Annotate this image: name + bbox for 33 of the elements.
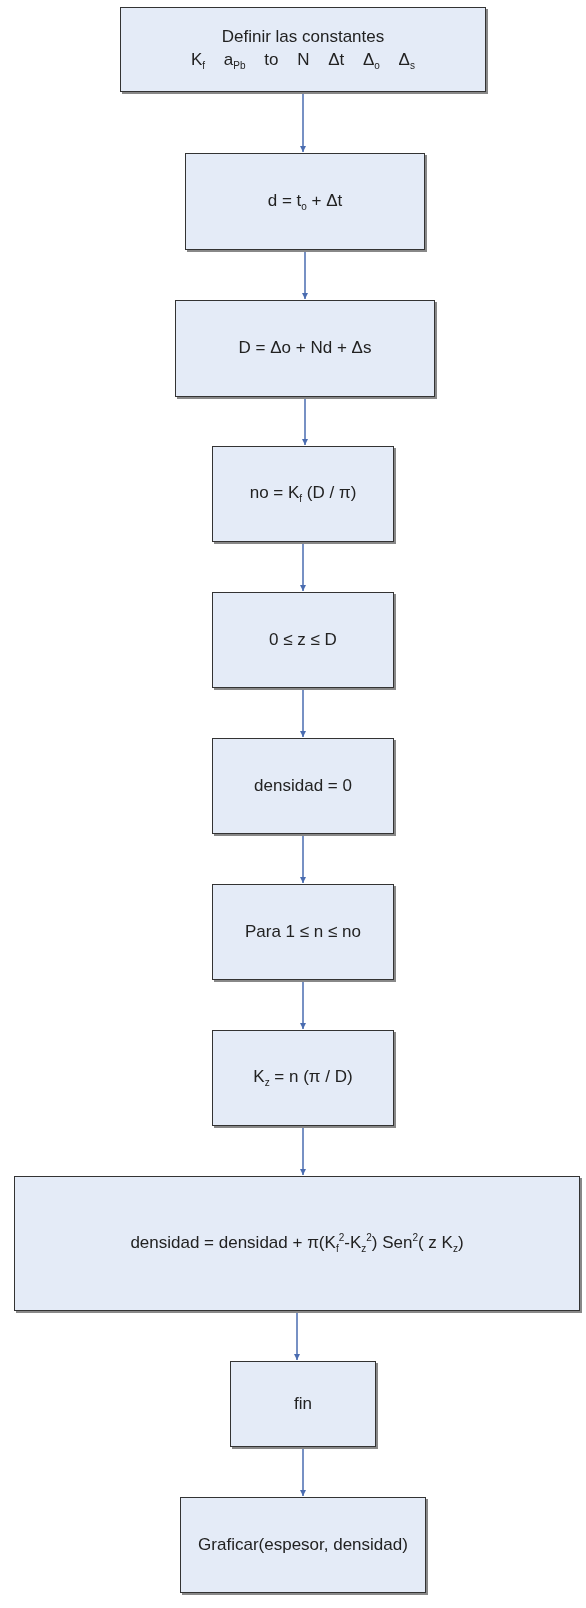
formula-text: Para 1 ≤ n ≤ no xyxy=(245,920,361,943)
arrow xyxy=(300,92,306,153)
arrow xyxy=(294,1311,300,1361)
formula-text: fin xyxy=(294,1392,312,1415)
formula-text: densidad = densidad + π(K$_{f}$$^{2}$-K$_{z}$$^{2}$) Sen$^{2}$( z K$_{z}$) xyxy=(130,1231,464,1256)
process-box xyxy=(14,1176,580,1311)
process-box xyxy=(212,884,394,980)
formula-text: D = Δo + Nd + Δs xyxy=(238,337,372,360)
formula-text: Definir las constantes xyxy=(221,26,385,49)
process-box xyxy=(212,446,394,542)
process-box xyxy=(175,300,435,397)
formula-text: K$_{z}$ = n (π / D) xyxy=(253,1066,353,1090)
arrow xyxy=(300,542,306,592)
arrow xyxy=(300,834,306,884)
formula-text: densidad = 0 xyxy=(254,774,352,797)
formula-text: no = K$_{f}$ (D / π) xyxy=(249,482,357,506)
process-box xyxy=(212,738,394,834)
process-box xyxy=(180,1497,426,1593)
formula-text: d = t$_{o}$ + Δt xyxy=(267,189,343,214)
arrow xyxy=(300,688,306,738)
arrow xyxy=(300,980,306,1030)
process-box xyxy=(230,1361,376,1447)
constants-list: K$_{f}$ a$_{Pb}$ to N Δt Δ$_{o}$ Δ$_{s}$ xyxy=(191,49,415,73)
process-box xyxy=(120,7,486,92)
process-box xyxy=(212,592,394,688)
arrow xyxy=(302,250,308,300)
arrow xyxy=(300,1447,306,1497)
formula-text: Graficar(espesor, densidad) xyxy=(198,1533,408,1556)
process-box xyxy=(212,1030,394,1126)
arrow xyxy=(300,1126,306,1176)
formula-text: 0 ≤ z ≤ D xyxy=(269,628,337,651)
arrow xyxy=(302,397,308,446)
process-box xyxy=(185,153,425,250)
